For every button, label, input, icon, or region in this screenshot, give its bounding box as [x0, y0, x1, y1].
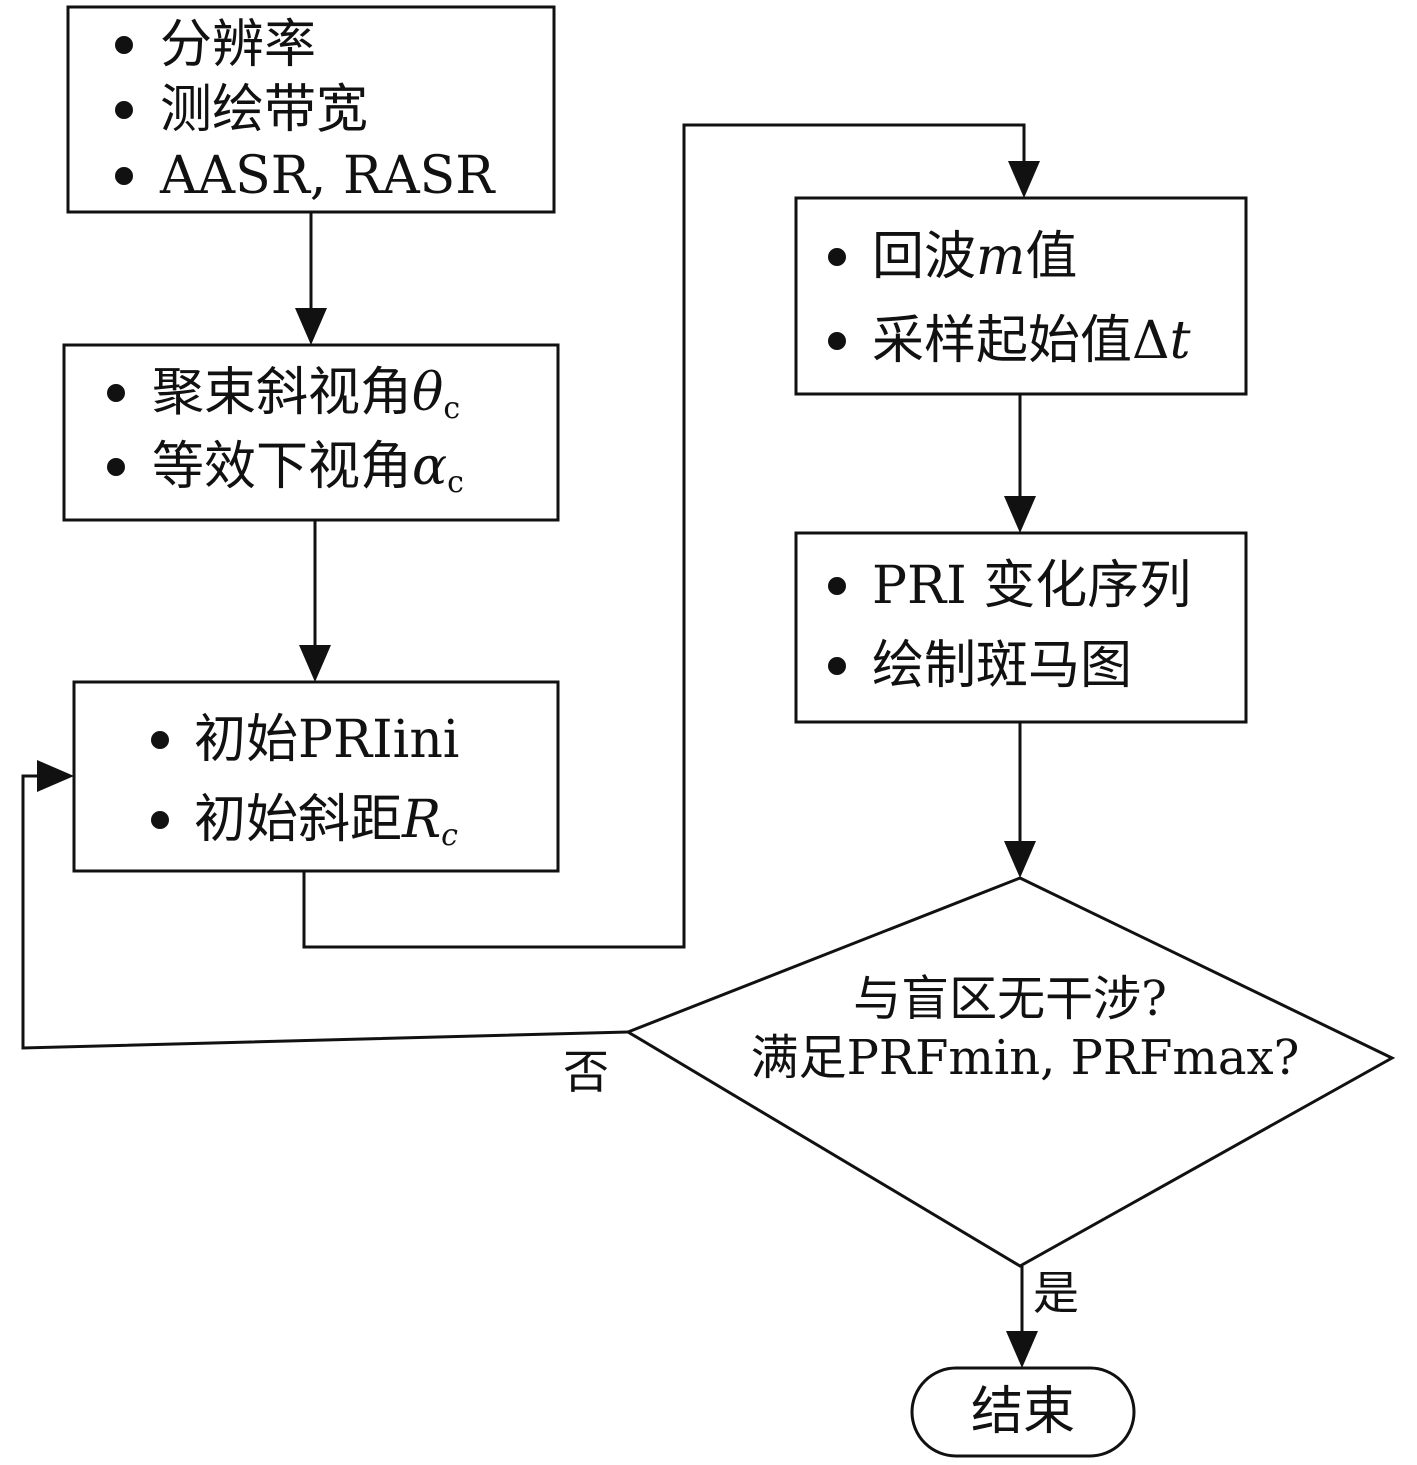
bullet: [115, 36, 133, 54]
node-requirements: 分辨率 测绘带宽 AASR, RASR: [66, 5, 556, 214]
node-echo: 回波m值 采样起始值Δt: [794, 196, 1248, 396]
edge-initial-to-echo: [302, 123, 1026, 949]
arrowhead: [299, 645, 331, 682]
angles-squint-text: 聚束斜视角: [152, 363, 412, 423]
angles-lookdown-symbol: α: [412, 437, 447, 497]
node-decision: 与盲区无干涉? 满足PRFmin, PRFmax?: [624, 876, 1396, 1268]
pri-sequence-item-zebra: 绘制斑马图: [872, 636, 1132, 696]
echo-item-sampling: 采样起始值Δt: [872, 311, 1191, 371]
node-pri-sequence: PRI 变化序列 绘制斑马图: [794, 531, 1248, 724]
echo-m-symbol: m: [976, 227, 1025, 287]
decision-line1: 与盲区无干涉?: [853, 971, 1167, 1027]
end-terminator: [910, 1366, 1136, 1458]
bullet: [107, 384, 125, 402]
echo-m-prefix: 回波: [872, 227, 976, 287]
bullet: [828, 332, 846, 350]
initial-box: [72, 680, 560, 873]
echo-item-m: 回波m值: [872, 227, 1077, 287]
initial-range-symbol: R: [401, 790, 441, 850]
echo-m-suffix: 值: [1025, 227, 1077, 287]
angles-lookdown-subscript: c: [447, 465, 464, 500]
requirements-item-ambiguity: AASR, RASR: [159, 146, 496, 206]
node-end: 结束: [910, 1366, 1136, 1458]
angles-lookdown-text: 等效下视角: [152, 437, 412, 497]
angles-squint-symbol: θ: [412, 363, 443, 423]
bullet: [107, 458, 125, 476]
initial-range-subscript: c: [441, 818, 458, 853]
arrowhead: [1008, 161, 1040, 198]
echo-box: [794, 196, 1248, 396]
bullet: [151, 731, 169, 749]
initial-range-text: 初始斜距: [194, 790, 402, 850]
end-label: 结束: [971, 1382, 1075, 1442]
pri-sequence-box: [794, 531, 1248, 724]
arrowhead: [37, 760, 74, 792]
pri-sequence-item-sequence: PRI 变化序列: [872, 556, 1191, 616]
edges: [21, 123, 1040, 1368]
arrowhead: [1004, 496, 1036, 533]
bullet: [828, 577, 846, 595]
requirements-item-resolution: 分辨率: [160, 15, 316, 75]
requirements-box: [66, 5, 556, 214]
arrowhead: [1004, 841, 1036, 878]
bullet: [828, 657, 846, 675]
bullet: [115, 101, 133, 119]
bullet: [151, 811, 169, 829]
node-initial: 初始PRIini 初始斜距Rc: [72, 680, 560, 873]
requirements-item-swath: 测绘带宽: [160, 80, 368, 140]
edge-label-no: 否: [563, 1045, 609, 1099]
decision-line2: 满足PRFmin, PRFmax?: [751, 1030, 1300, 1086]
initial-item-pri: 初始PRIini: [194, 710, 459, 770]
echo-sampling-text: 采样起始值Δ: [872, 311, 1170, 371]
edge-label-yes: 是: [1033, 1266, 1079, 1320]
bullet: [828, 248, 846, 266]
bullet: [115, 167, 133, 185]
echo-sampling-symbol: t: [1170, 311, 1191, 371]
edge-decision-to-initial: [21, 774, 629, 1050]
angles-box: [62, 343, 560, 522]
angles-squint-subscript: c: [443, 391, 460, 426]
angles-item-lookdown: 等效下视角αc: [152, 437, 464, 500]
arrowhead: [1006, 1331, 1038, 1368]
initial-item-slant-range: 初始斜距Rc: [194, 790, 458, 853]
decision-diamond: [624, 876, 1396, 1268]
arrowhead: [295, 308, 327, 345]
node-angles: 聚束斜视角θc 等效下视角αc: [62, 343, 560, 522]
angles-item-squint: 聚束斜视角θc: [152, 363, 460, 426]
